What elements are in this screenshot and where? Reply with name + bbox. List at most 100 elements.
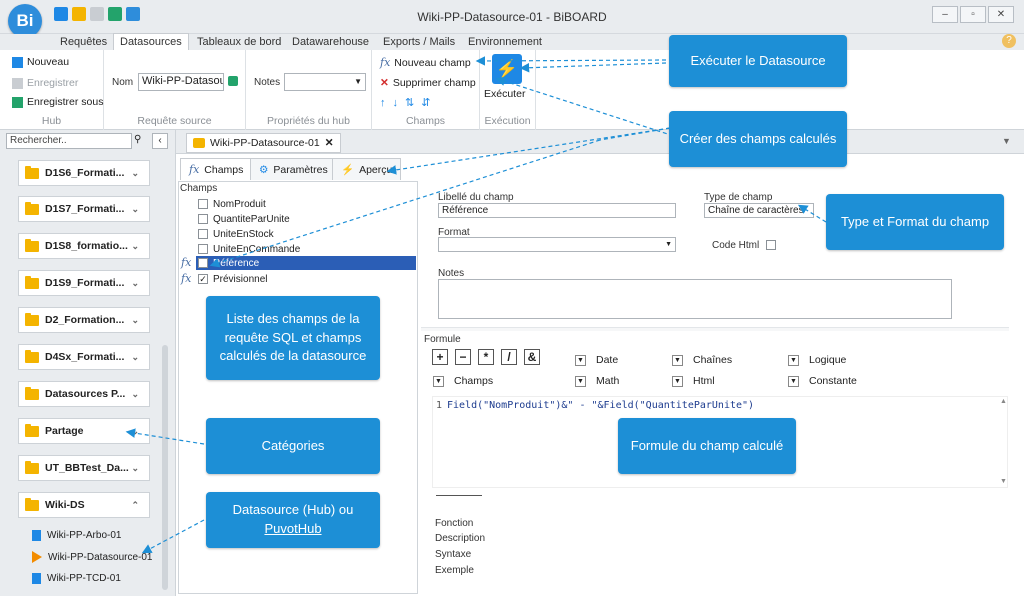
nouveau-button[interactable]: Nouveau — [12, 56, 69, 68]
enregistrer-button[interactable]: Enregistrer — [12, 77, 78, 89]
menu-math[interactable]: ▼Math — [575, 375, 619, 387]
chevron-down-icon: ▼ — [575, 354, 586, 366]
menu-logique[interactable]: ▼Logique — [788, 354, 846, 366]
menu-constante[interactable]: ▼Constante — [788, 375, 857, 387]
category-item[interactable]: D1S8_formatio...⌄ — [18, 233, 150, 259]
category-item[interactable]: D4Sx_Formati...⌄ — [18, 344, 150, 370]
tab-datawarehouse[interactable]: Datawarehouse — [292, 36, 370, 48]
chevron-down-icon: ▼ — [575, 375, 586, 387]
datasource-item[interactable]: Wiki-PP-TCD-01 — [32, 573, 121, 584]
type-label: Type de champ — [704, 192, 773, 203]
checkbox[interactable] — [198, 199, 208, 209]
chevron-down-icon[interactable]: ▼ — [1002, 136, 1011, 146]
minimize-button[interactable]: – — [932, 6, 958, 23]
field-item[interactable]: ✓Prévisionnel — [198, 273, 268, 285]
supprimer-champ-button[interactable]: ✕Supprimer champ — [380, 77, 476, 89]
field-item[interactable]: UniteEnStock — [198, 227, 274, 241]
scroll-down-icon[interactable]: ▼ — [1000, 478, 1007, 485]
category-item[interactable]: Datasources P...⌄ — [18, 381, 150, 407]
formula-title: Formule — [424, 334, 461, 345]
concat-button[interactable]: & — [524, 349, 540, 365]
callout-liste-champs: Liste des champs de la requête SQL et ch… — [206, 296, 380, 380]
category-item[interactable]: D1S7_Formati...⌄ — [18, 196, 150, 222]
folder-open-icon — [25, 497, 39, 511]
checkbox[interactable] — [198, 214, 208, 224]
category-item[interactable]: D2_Formation...⌄ — [18, 307, 150, 333]
format-select[interactable]: ▼ — [438, 237, 676, 252]
minus-button[interactable]: − — [455, 349, 471, 365]
category-item[interactable]: D1S6_Formati...⌄ — [18, 160, 150, 186]
sort-icons[interactable]: ↑↓⇅⇵ — [380, 97, 438, 109]
new-file-icon[interactable] — [54, 7, 68, 21]
group-props: Notes ▼ Propriétés du hub — [246, 50, 372, 130]
edit-source-icon[interactable] — [228, 76, 238, 86]
lock-icon — [193, 138, 205, 148]
checkbox[interactable] — [198, 229, 208, 239]
scroll-up-icon[interactable]: ▲ — [1000, 398, 1007, 405]
maximize-button[interactable]: ▫ — [960, 6, 986, 23]
datasource-item[interactable]: Wiki-PP-Arbo-01 — [32, 530, 121, 541]
tab-tableaux-de-bord[interactable]: Tableaux de bord — [197, 36, 282, 48]
save-icon[interactable] — [90, 7, 104, 21]
save-as-icon[interactable] — [108, 7, 122, 21]
field-item[interactable]: NomProduit — [198, 197, 266, 211]
field-item[interactable]: QuantiteParUnite — [198, 212, 290, 226]
field-item-selected[interactable]: ✓Référence — [198, 257, 260, 269]
splitter[interactable] — [421, 327, 1009, 331]
category-item[interactable]: UT_BBTest_Da...⌄ — [18, 455, 150, 481]
divide-button[interactable]: / — [501, 349, 517, 365]
function-icon: fx — [189, 163, 200, 176]
menu-champs[interactable]: ▼Champs — [433, 375, 493, 387]
notes-select[interactable]: ▼ — [284, 73, 366, 91]
formula-code[interactable]: Field("NomProduit")&" - "&Field("Quantit… — [447, 400, 755, 411]
subtab-parametres[interactable]: ⚙Paramètres — [250, 158, 337, 180]
tab-environnement[interactable]: Environnement — [468, 36, 542, 48]
plus-button[interactable]: + — [432, 349, 448, 365]
type-select[interactable]: Chaîne de caractères — [704, 203, 814, 218]
chevron-down-icon: ⌄ — [131, 204, 139, 214]
menu-html[interactable]: ▼Html — [672, 375, 715, 387]
checkbox-checked[interactable]: ✓ — [198, 258, 208, 268]
app-logo[interactable]: Bi — [8, 4, 42, 38]
play-icon — [32, 551, 42, 563]
collapse-sidebar-button[interactable]: ‹ — [152, 133, 168, 149]
menu-chaines[interactable]: ▼Chaînes — [672, 354, 732, 366]
close-button[interactable]: ✕ — [988, 6, 1014, 23]
category-item-wiki-ds[interactable]: Wiki-DS⌃ — [18, 492, 150, 518]
multiply-button[interactable]: * — [478, 349, 494, 365]
lightning-icon[interactable]: ⚡ — [492, 54, 522, 84]
search-input[interactable]: Rechercher.. — [6, 133, 132, 149]
executer-button[interactable]: Exécuter — [484, 88, 526, 100]
enregistrer-sous-button[interactable]: Enregistrer sous — [12, 96, 103, 108]
screen-icon[interactable] — [126, 7, 140, 21]
subtab-apercu[interactable]: ⚡Aperçu — [332, 158, 402, 180]
close-icon[interactable]: ✕ — [324, 137, 334, 149]
checkbox-checked[interactable]: ✓ — [198, 274, 208, 284]
notes-textarea[interactable] — [438, 279, 952, 319]
tab-datasources[interactable]: Datasources — [113, 33, 189, 51]
doc-tab-active[interactable]: Wiki-PP-Datasource-01✕ — [186, 133, 341, 153]
sidebar-scrollbar[interactable] — [162, 345, 168, 590]
calc-field-icon: fx — [181, 256, 192, 269]
chevron-down-icon: ▼ — [672, 375, 683, 387]
category-item[interactable]: D1S9_Formati...⌄ — [18, 270, 150, 296]
tab-exports-mails[interactable]: Exports / Mails — [383, 36, 456, 48]
group-source: Nom Wiki-PP-Datasour Requête source — [104, 50, 246, 130]
field-item[interactable]: UniteEnCommande — [198, 242, 300, 256]
lightning-icon: ⚡ — [341, 164, 355, 176]
code-html-label: Code Html — [712, 240, 760, 251]
code-html-checkbox[interactable] — [766, 240, 776, 250]
datasource-item-active[interactable]: Wiki-PP-Datasource-01 — [32, 551, 152, 563]
libelle-input[interactable]: Référence — [438, 203, 676, 218]
tab-requetes[interactable]: Requêtes — [60, 36, 108, 48]
category-item-partage[interactable]: Partage⌄ — [18, 418, 150, 444]
help-icon[interactable]: ? — [1002, 34, 1016, 48]
nom-input[interactable]: Wiki-PP-Datasour — [138, 73, 224, 91]
checkbox[interactable] — [198, 244, 208, 254]
new-folder-icon[interactable] — [72, 7, 86, 21]
description-label: Description — [435, 533, 486, 544]
binoculars-icon[interactable]: ⚲ — [134, 134, 142, 145]
menu-date[interactable]: ▼Date — [575, 354, 618, 366]
